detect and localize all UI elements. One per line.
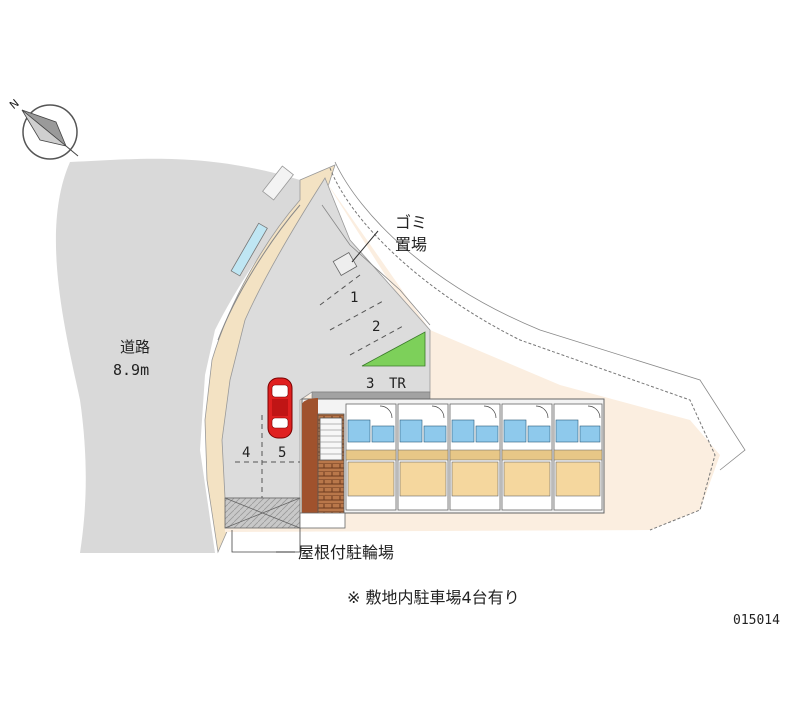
grass-area <box>361 331 426 367</box>
garbage-label-line1: ゴミ <box>395 213 427 232</box>
car-icon <box>267 377 293 439</box>
garbage-box <box>332 252 358 276</box>
parking-spot-5: 5 <box>278 445 286 461</box>
gutter <box>230 222 268 277</box>
road-width: 8.9m <box>113 361 149 379</box>
parking-spot-2: 2 <box>372 319 380 335</box>
road-name: 道路 <box>120 338 150 356</box>
parking-spot-3: 3 <box>366 376 374 392</box>
parking-spot-4: 4 <box>242 445 250 461</box>
compass-north-label: N <box>7 97 22 112</box>
bicycle-parking-label: 屋根付駐輪場 <box>298 543 394 562</box>
units <box>345 403 603 511</box>
corridor <box>302 398 318 513</box>
property-code: 015014 <box>733 613 780 628</box>
compass-icon <box>21 104 79 160</box>
trunk-room-label: TR <box>389 376 406 392</box>
parking-lines <box>235 274 406 498</box>
garbage-label-line2: 置場 <box>395 235 427 254</box>
parking-spot-1: 1 <box>350 290 358 306</box>
road-marking <box>262 165 294 201</box>
garbage-leader <box>351 230 379 263</box>
parking-note: ※ 敷地内駐車場4台有り <box>347 588 520 607</box>
